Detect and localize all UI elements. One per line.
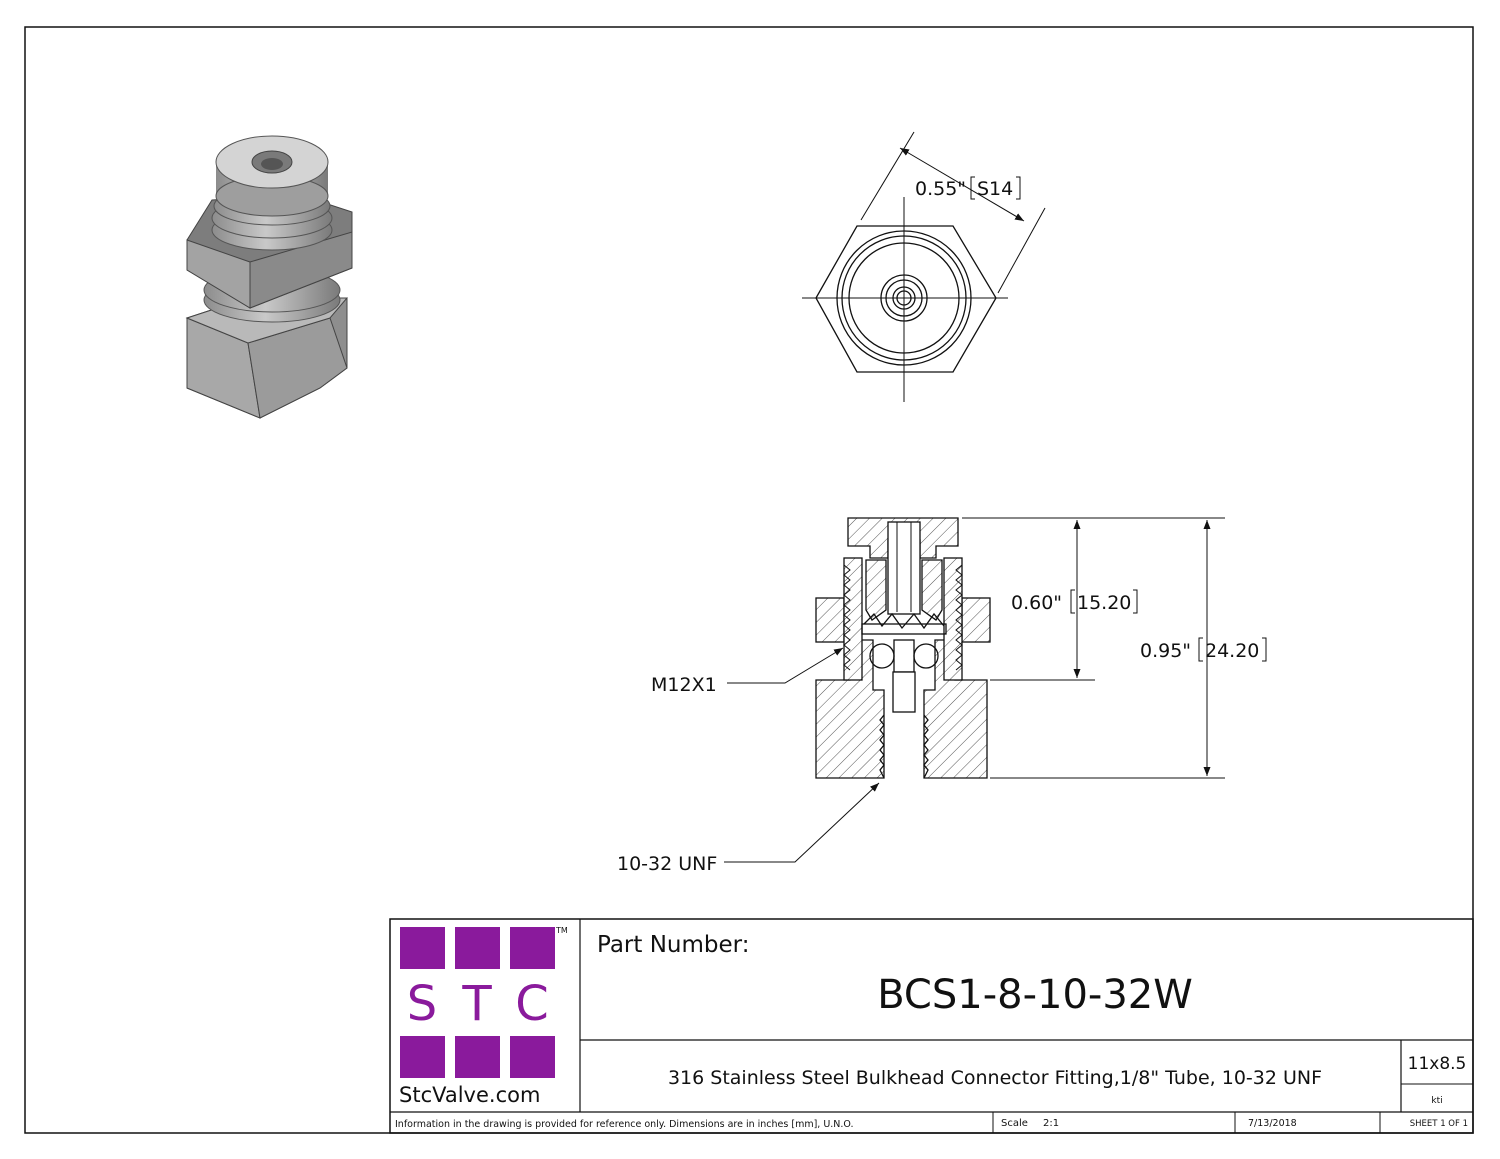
dim-short-value: 0.60" bbox=[1011, 592, 1062, 614]
part-description: 316 Stainless Steel Bulkhead Connector F… bbox=[668, 1067, 1322, 1089]
dim-long-value: 0.95" bbox=[1140, 640, 1191, 662]
top-view bbox=[802, 131, 1046, 402]
sheet-size: 11x8.5 bbox=[1408, 1054, 1467, 1074]
stc-logo: S T C TM StcValve.com bbox=[399, 926, 568, 1107]
logo-website: StcValve.com bbox=[399, 1083, 540, 1107]
top-dim-bracket: S14 bbox=[977, 178, 1013, 200]
section-view bbox=[724, 517, 1225, 863]
title-block bbox=[389, 918, 1474, 1134]
drawing-date: 7/13/2018 bbox=[1248, 1118, 1297, 1129]
drawing-note: Information in the drawing is provided f… bbox=[395, 1119, 854, 1130]
scale-value: 2:1 bbox=[1043, 1118, 1059, 1129]
logo-letter-t: T bbox=[461, 976, 492, 1032]
logo-trademark: TM bbox=[555, 926, 568, 935]
dim-long-brackets bbox=[1198, 637, 1267, 662]
part-number-label: Part Number: bbox=[597, 932, 749, 958]
dim-short-brackets bbox=[1070, 589, 1138, 614]
logo-letter-c: C bbox=[515, 976, 549, 1032]
thread-upper-label: M12X1 bbox=[651, 674, 717, 696]
top-dim-value: 0.55" bbox=[915, 178, 966, 200]
logo-letter-s: S bbox=[407, 976, 437, 1032]
drawn-by: kti bbox=[1431, 1096, 1442, 1106]
part-number: BCS1-8-10-32W bbox=[877, 972, 1193, 1018]
dim-long-bracket: 24.20 bbox=[1205, 640, 1259, 662]
sheet-number: SHEET 1 OF 1 bbox=[1410, 1119, 1468, 1129]
top-dim-brackets bbox=[970, 176, 1021, 200]
scale-label: Scale bbox=[1001, 1118, 1028, 1129]
isometric-view bbox=[185, 135, 353, 419]
dim-short-bracket: 15.20 bbox=[1077, 592, 1131, 614]
thread-lower-label: 10-32 UNF bbox=[617, 853, 717, 875]
